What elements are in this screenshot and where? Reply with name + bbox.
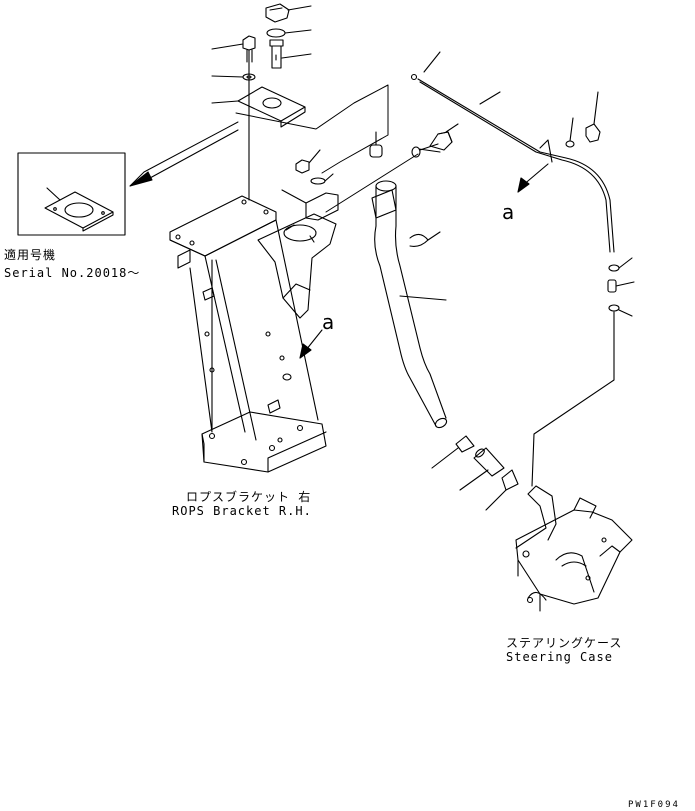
pin-part <box>269 39 312 69</box>
steering-case-label-en: Steering Case <box>506 650 613 664</box>
inset-box <box>17 152 126 236</box>
hex-bolt-part <box>419 123 459 151</box>
bolt-part <box>211 35 256 63</box>
rops-bracket-label-jp: ロプスブラケット 右 <box>186 490 312 504</box>
nut-part <box>295 149 321 174</box>
spacer-part <box>310 173 334 185</box>
applicable-serial-label: 適用号機 <box>4 248 57 262</box>
rops-bracket <box>169 195 337 473</box>
filler-pipe <box>371 180 448 429</box>
steering-case <box>515 485 633 612</box>
hose-clamp-part <box>409 231 441 247</box>
serial-number-label: Serial No.20018～ <box>4 266 141 280</box>
small-pin-part <box>369 131 383 158</box>
cap-part <box>265 3 312 23</box>
rops-bracket-label-en: ROPS Bracket R.H. <box>172 504 312 518</box>
drawing-code: PW1F094 <box>628 800 680 810</box>
gauge-tube-parts <box>531 257 635 487</box>
clamp-bracket-part <box>281 189 339 221</box>
hose-joint-parts <box>431 435 519 511</box>
o-ring-part <box>266 28 312 38</box>
steering-case-label-jp: ステアリングケース <box>506 636 623 650</box>
detail-mark-a: a <box>502 200 515 224</box>
detail-mark-a: a <box>322 310 335 334</box>
plate-part <box>211 86 306 128</box>
small-bolt-part <box>565 91 601 148</box>
dipstick <box>410 51 615 253</box>
washer-part-2 <box>411 146 441 158</box>
